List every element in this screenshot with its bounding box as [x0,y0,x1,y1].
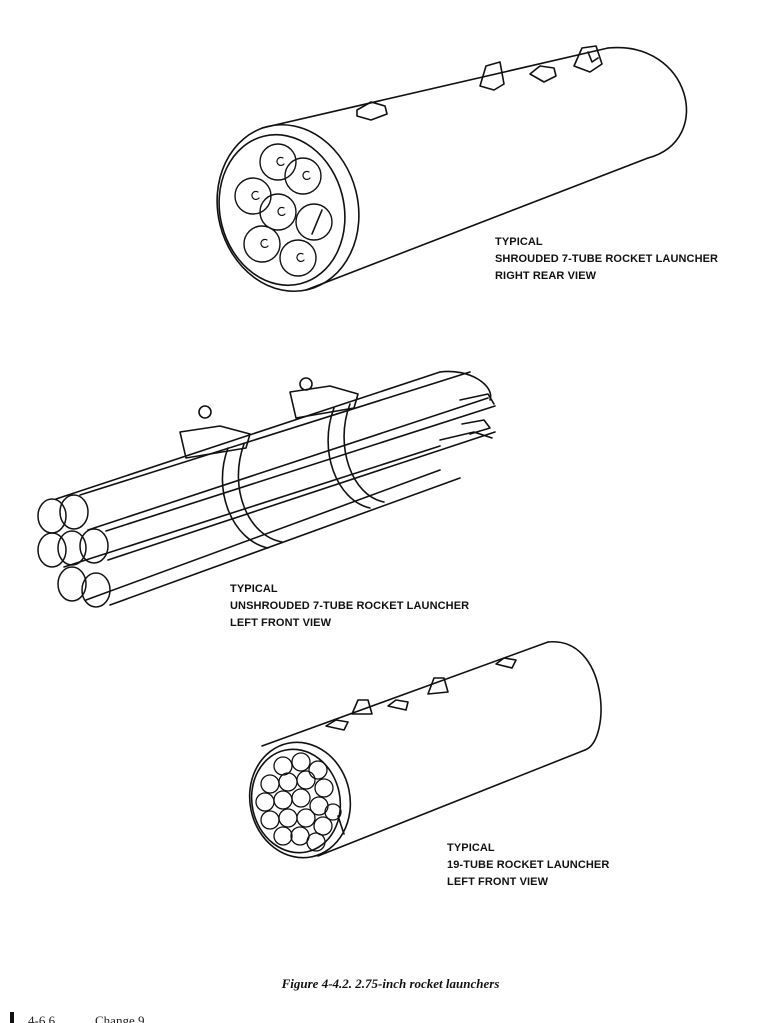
shrouded-launcher-label: TYPICAL SHROUDED 7-TUBE ROCKET LAUNCHER … [495,234,718,285]
label-line: RIGHT REAR VIEW [495,270,597,282]
label-line: TYPICAL [230,583,278,595]
unshrouded-7-tube-launcher-drawing [37,370,496,608]
label-line: LEFT FRONT VIEW [230,617,332,629]
change-bar [10,1012,14,1023]
label-line: TYPICAL [495,236,543,248]
label-line: UNSHROUDED 7-TUBE ROCKET LAUNCHER [230,600,470,612]
label-line: LEFT FRONT VIEW [447,876,549,888]
19-tube-launcher-drawing [248,641,602,859]
change-notice: Change 9 [95,1013,145,1023]
label-line: 19-TUBE ROCKET LAUNCHER [447,859,610,871]
figure-caption: Figure 4-4.2. 2.75-inch rocket launchers [281,976,500,991]
page-footer: 4-6.6 Change 9 [0,1010,781,1023]
shrouded-7-tube-launcher-drawing [216,45,688,293]
label-line: SHROUDED 7-TUBE ROCKET LAUNCHER [495,253,719,265]
label-line: TYPICAL [447,842,495,854]
unshrouded-launcher-label: TYPICAL UNSHROUDED 7-TUBE ROCKET LAUNCHE… [230,581,469,632]
page-number: 4-6.6 [28,1013,56,1023]
19-tube-launcher-label: TYPICAL 19-TUBE ROCKET LAUNCHER LEFT FRO… [447,840,609,891]
